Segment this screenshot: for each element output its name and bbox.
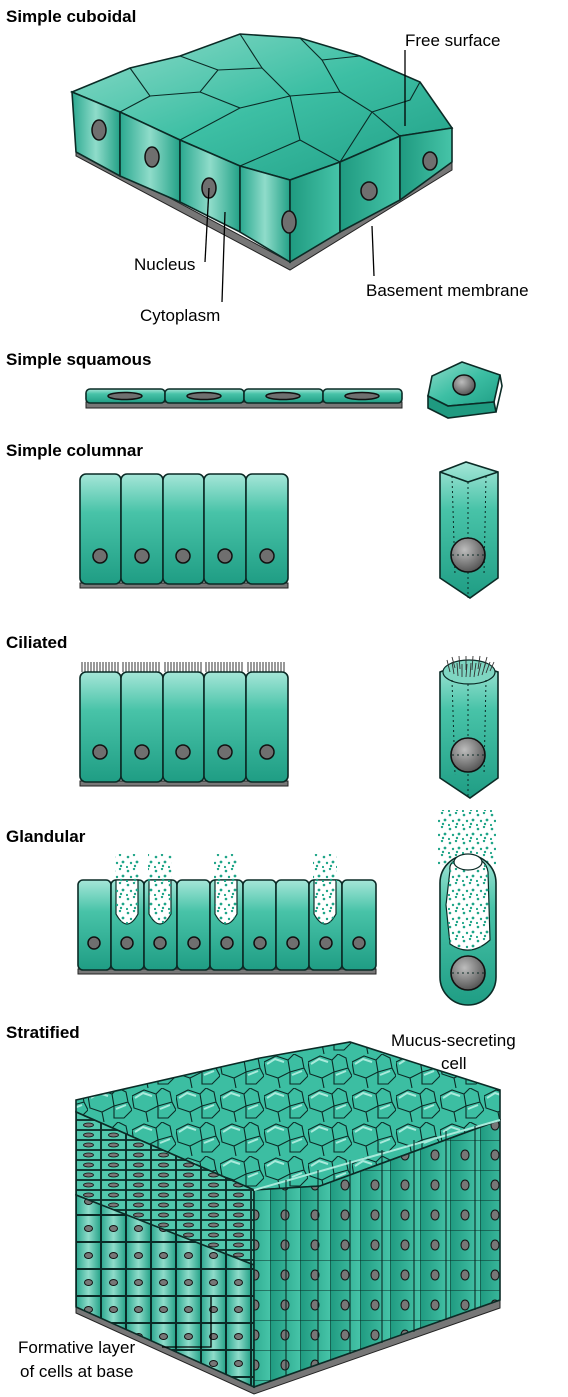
cuboidal-nucleus-4 <box>281 210 297 234</box>
cuboidal-nucleus-6 <box>422 151 438 171</box>
heading-ciliated: Ciliated <box>6 633 67 652</box>
stratified-block <box>75 1041 501 1395</box>
leader-formative-layer <box>162 1297 212 1348</box>
heading-simple-cuboidal: Simple cuboidal <box>6 7 136 26</box>
heading-stratified: Stratified <box>6 1023 80 1042</box>
mucus-secretion-plumes <box>115 854 337 882</box>
mucus-secreting-cell <box>438 810 497 1006</box>
leader-cytoplasm <box>221 211 226 303</box>
label-formative-line2: of cells at base <box>20 1362 133 1381</box>
squamous-single-cell <box>427 361 503 419</box>
simple-columnar-layer <box>79 473 289 589</box>
heading-simple-columnar: Simple columnar <box>6 441 143 460</box>
cuboidal-nucleus-5 <box>360 181 378 201</box>
simple-cuboidal-block <box>69 33 454 271</box>
ciliated-layer <box>79 662 289 787</box>
label-free-surface: Free surface <box>405 31 500 50</box>
label-mucus-line1: Mucus-secreting <box>391 1031 516 1050</box>
leader-basement-membrane <box>371 225 375 277</box>
columnar-single-cell <box>439 461 499 599</box>
cuboidal-nucleus-2 <box>144 146 160 168</box>
label-mucus-line2: cell <box>441 1054 467 1073</box>
cuboidal-top-cells <box>119 33 421 167</box>
cilia-row <box>81 662 285 672</box>
label-cytoplasm: Cytoplasm <box>140 306 220 325</box>
label-nucleus: Nucleus <box>134 255 195 274</box>
ciliated-single-cell <box>439 655 499 799</box>
label-basement-membrane: Basement membrane <box>366 281 529 300</box>
goblet-vesicles <box>115 879 337 925</box>
glandular-layer <box>77 854 377 975</box>
heading-simple-squamous: Simple squamous <box>6 350 151 369</box>
heading-glandular: Glandular <box>6 827 86 846</box>
cuboidal-nucleus-1 <box>91 119 107 141</box>
leader-nucleus <box>204 187 210 263</box>
simple-squamous-layer <box>85 388 403 409</box>
stratified-right-face <box>253 1118 501 1389</box>
label-formative-line1: Formative layer <box>18 1338 135 1357</box>
